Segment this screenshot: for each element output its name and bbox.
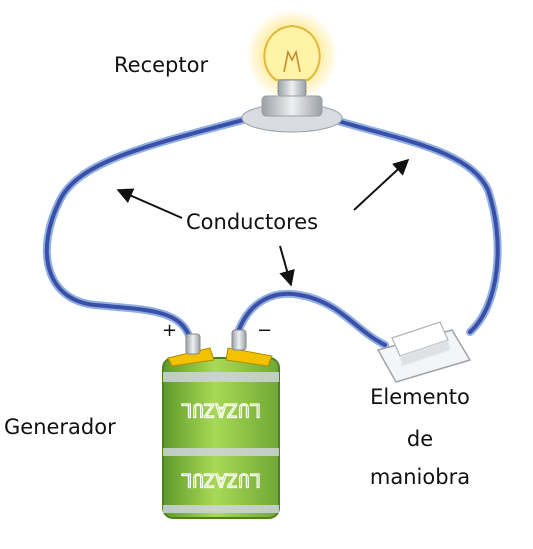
negative-terminal (225, 347, 273, 367)
arrow-to-right-wire (353, 158, 410, 211)
label-maniobra-2: de (407, 427, 433, 451)
switch (376, 321, 472, 383)
label-minus: − (257, 320, 272, 341)
battery-brand-bottom: LUZAZUL (181, 469, 261, 491)
wire-right (324, 114, 502, 336)
label-conductores: Conductores (186, 210, 318, 234)
label-maniobra-3: maniobra (370, 465, 470, 489)
arrow-to-left-wire (116, 188, 183, 219)
conductor-arrows (116, 158, 410, 287)
battery: LUZAZUL LUZAZUL (162, 329, 280, 519)
lamp (241, 9, 343, 133)
label-generador: Generador (4, 415, 116, 439)
conductor-wires (42, 112, 502, 349)
label-receptor: Receptor (114, 53, 208, 77)
label-maniobra-1: Elemento (370, 385, 470, 409)
battery-brand-top: LUZAZUL (181, 399, 261, 421)
label-plus: + (162, 320, 177, 341)
arrow-to-bottom-wire (279, 245, 295, 287)
